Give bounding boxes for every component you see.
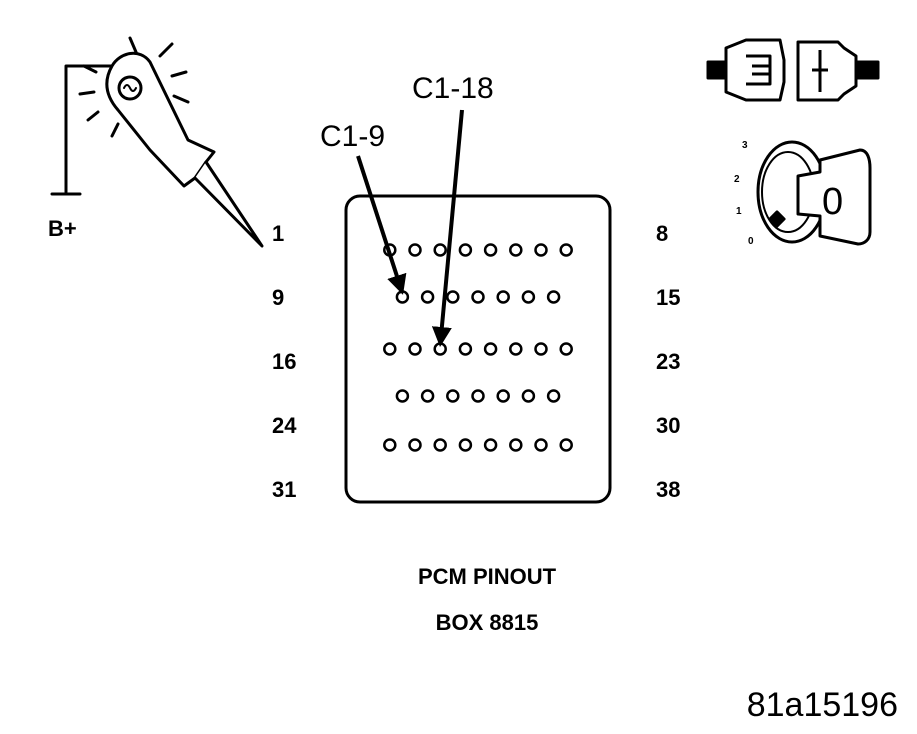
connector-pin [559,342,573,356]
row-start-pin-number: 1 [272,221,284,246]
connector-pin [483,243,498,257]
pin-row-labels: 1 8 9 15 16 23 24 30 31 38 [272,221,680,502]
row-end-pin-number: 23 [656,349,680,374]
ignition-key-face: 0 [822,181,843,223]
connector-pin [408,243,422,257]
ignition-position-0: 0 [748,236,754,247]
connector-pin [395,290,410,304]
caption-box-number: BOX 8815 [436,610,539,635]
row-end-pin-number: 30 [656,413,680,438]
connector-pin [383,342,397,356]
connector-pin [509,342,523,356]
pcm-connector-outline [344,194,612,504]
connector-pin [408,342,422,356]
connector-pin [483,342,498,356]
connector-pin [408,438,422,452]
row-start-pin-number: 31 [272,477,296,502]
connector-pin [559,438,573,452]
connector-pin [509,438,523,452]
connector-pin [471,290,485,304]
row-end-pin-number: 15 [656,285,680,310]
connector-pin [559,243,573,257]
test-light-probe-icon [50,36,264,248]
connector-pin [496,389,510,403]
row-end-pin-number: 38 [656,477,680,502]
connector-pin [534,342,548,356]
ignition-position-2: 2 [734,174,740,185]
caption-title: PCM PINOUT [418,564,557,589]
pin-callout-label: C1-9 [320,120,385,153]
connector-pin [509,243,523,257]
connector-pin [534,438,548,452]
connector-pin [420,290,435,304]
connector-pin [383,438,397,452]
connector-pin [521,290,536,304]
connector-pin [458,438,473,452]
row-end-pin-number: 8 [656,221,668,246]
connector-pin [446,290,460,304]
connector-pin [546,389,561,403]
connector-pin [483,438,498,452]
row-start-pin-number: 16 [272,349,296,374]
connector-pin [458,243,473,257]
connector-pin [546,290,561,304]
ignition-position-labels: 3 2 1 0 [734,140,754,247]
row-start-pin-number: 9 [272,285,284,310]
connector-pins [383,243,573,452]
b-plus-label: B+ [48,216,77,241]
ignition-position-3: 3 [742,140,748,151]
ignition-key-off-icon [756,140,872,246]
pin-callouts: C1-9 C1-18 [320,72,494,347]
connector-pin [433,243,447,257]
connector-pin [534,243,548,257]
connector-pin [471,389,485,403]
ignition-position-1: 1 [736,206,742,217]
disconnected-connector-icon [706,38,880,102]
connector-pin [433,438,447,452]
connector-pin [395,389,410,403]
connector-pin [521,389,536,403]
connector-pin [420,389,435,403]
pin-callout-arrow [356,155,407,295]
connector-pin [458,342,473,356]
connector-pin [433,342,447,356]
figure-reference-id: 81a15196 [747,686,898,724]
pin-callout-label: C1-18 [412,72,494,105]
row-start-pin-number: 24 [272,413,297,438]
connector-pin [496,290,510,304]
connector-pin [446,389,460,403]
pin-callout-arrow [431,109,464,347]
